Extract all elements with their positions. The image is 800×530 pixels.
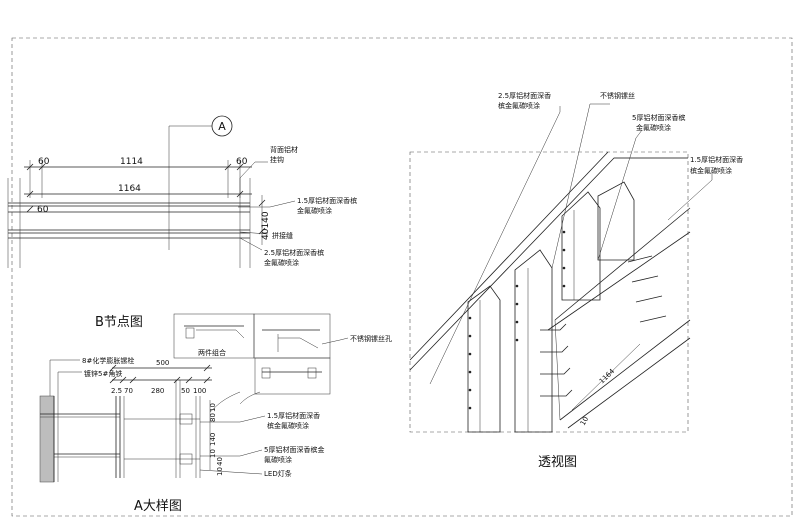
- note-b-joint: 拼接缝: [272, 231, 293, 240]
- perspective-title: 透视图: [538, 455, 577, 470]
- dim-a-2-5: 2.5: [111, 387, 122, 395]
- note-p-panel25-1: 2.5厚铝材面深香: [498, 91, 551, 100]
- dim-a-100: 100: [193, 387, 206, 395]
- perspective-drawing: 1164 10 2.5厚铝材面深香 槟金氟碳喷涂 不锈钢镙丝 5厚铝材面深香槟 …: [409, 91, 743, 433]
- dim-1164: 1164: [118, 184, 141, 194]
- dim-a-40: 40: [216, 457, 224, 466]
- note-b-panel15-1: 1.5厚铝材面深香槟: [297, 196, 357, 205]
- dim-60-right: 60: [236, 157, 248, 167]
- brackets: [540, 255, 667, 397]
- dim-a-70: 70: [124, 387, 133, 395]
- note-a-anchor: 8#化学膨胀镙栓: [82, 356, 134, 365]
- note-a-panel15-1: 1.5厚铝材面深香: [267, 411, 320, 420]
- inset-caption: 两件组合: [198, 348, 226, 357]
- note-b-panel25-2: 金氟碳喷涂: [264, 258, 299, 267]
- dim-60-left: 60: [38, 157, 50, 167]
- note-b-back-bracket-1: 背面铝材: [270, 145, 298, 154]
- sheet-border: [11, 37, 793, 517]
- dim-1114: 1114: [120, 157, 143, 167]
- note-a-panel5-2: 氟碳喷涂: [264, 455, 292, 464]
- dim-a-80: 80: [209, 413, 217, 422]
- note-p-panel5-2: 金氟碳喷涂: [636, 123, 671, 132]
- note-p-panel15-1: 1.5厚铝材面深香: [690, 155, 743, 164]
- dim-a-50: 50: [181, 387, 190, 395]
- note-p-screw: 不锈钢镙丝: [600, 91, 635, 100]
- inset-assembly: 两件组合 不锈钢镙丝孔: [173, 313, 392, 413]
- dim-a-10-a: 10: [209, 403, 217, 412]
- dim-a-10-b: 10: [209, 449, 217, 458]
- a-detail-title: A大样图: [134, 499, 182, 514]
- note-a-panel5-1: 5厚铝材面深香槟金: [264, 445, 324, 454]
- b-node-drawing: A 60 1114 60 1164 60 4: [7, 115, 357, 268]
- dim-p-10: 10: [579, 415, 590, 427]
- dim-a-140: 140: [209, 433, 217, 446]
- dim-60-lower: 60: [37, 205, 49, 215]
- b-node-title: B节点图: [95, 315, 143, 330]
- note-screw-hole: 不锈钢镙丝孔: [350, 334, 392, 343]
- wall-section: [39, 395, 55, 483]
- note-p-panel25-2: 槟金氟碳喷涂: [498, 101, 540, 110]
- dim-stack: 40140: [261, 211, 271, 240]
- note-p-panel15-2: 槟金氟碳喷涂: [690, 166, 732, 175]
- note-b-panel25-1: 2.5厚铝材面深香槟: [264, 248, 324, 257]
- dim-a-500: 500: [156, 359, 169, 367]
- section-marker-a: [211, 115, 233, 137]
- a-detail-drawing: 8#化学膨胀镙栓 镀锌5#角铁 2.5 70 280 50 100 500 80…: [39, 356, 324, 483]
- note-b-back-bracket-2: 挂钩: [270, 155, 284, 164]
- note-a-led: LED灯条: [264, 469, 292, 478]
- note-b-panel15-2: 金氟碳喷涂: [297, 206, 332, 215]
- dim-a-280: 280: [151, 387, 164, 395]
- section-marker-a-label: A: [218, 120, 226, 133]
- note-a-panel15-2: 槟金氟碳喷涂: [267, 421, 309, 430]
- note-a-angle: 镀锌5#角铁: [84, 369, 122, 378]
- screw-dots: [468, 230, 566, 410]
- note-p-panel5-1: 5厚铝材面深香槟: [632, 113, 685, 122]
